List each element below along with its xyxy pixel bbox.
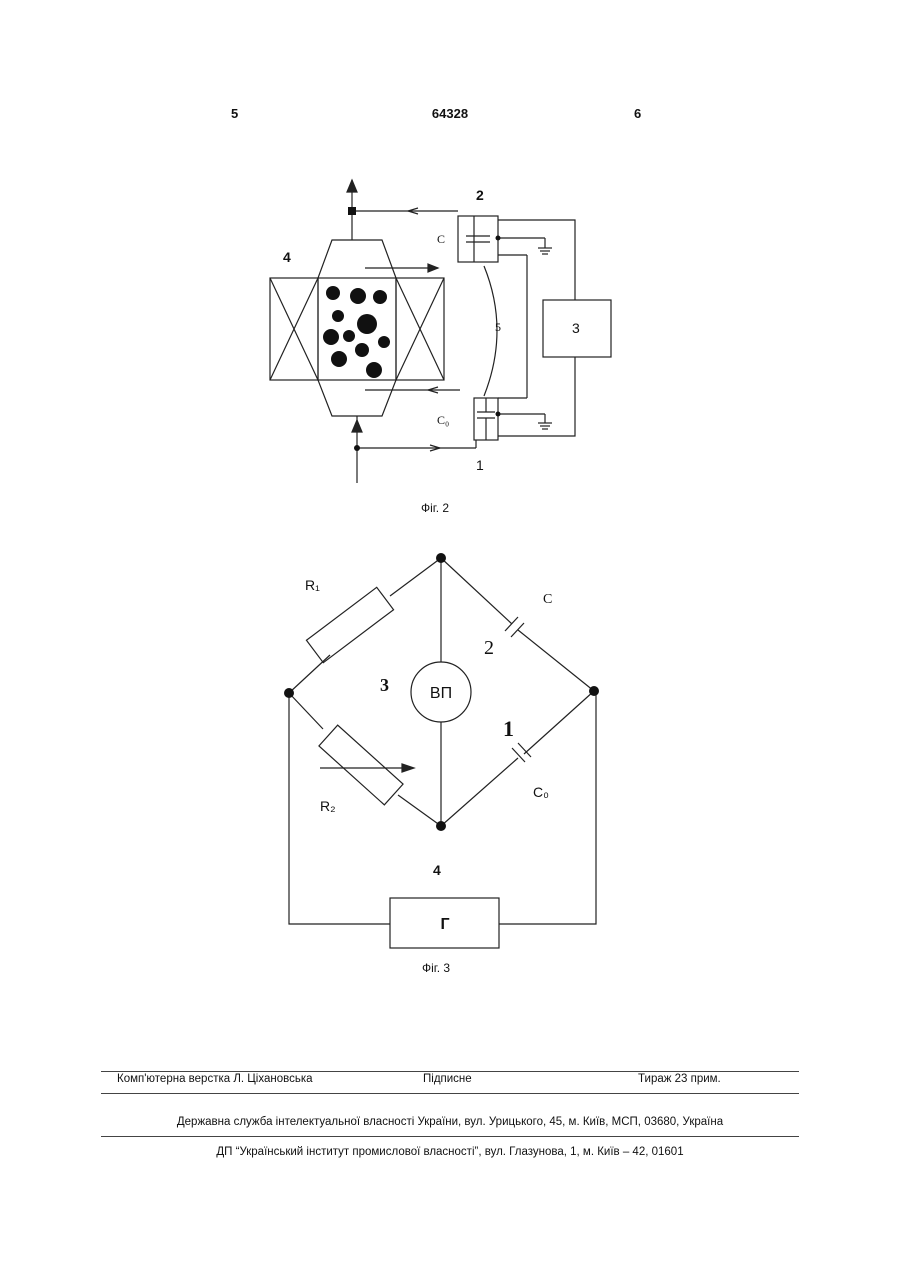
label-sensor-1: 1 bbox=[476, 457, 484, 473]
footer-credits-row: Комп'ютерна верстка Л. Ціхановська Підпи… bbox=[101, 1073, 799, 1089]
label-3: 3 bbox=[380, 675, 389, 695]
figure-3: R₁ C 2 3 ВП 1 C₀ R₂ 4 Г Фіг. 3 bbox=[0, 500, 901, 1000]
label-r1: R₁ bbox=[305, 577, 320, 593]
figure-2: 2 C 4 5 3 C₀ 1 Фіг. 2 bbox=[0, 0, 901, 540]
label-r2: R₂ bbox=[320, 798, 336, 814]
footer-rule-top bbox=[101, 1071, 799, 1072]
footer-institute: ДП “Український інститут промислової вла… bbox=[101, 1146, 799, 1158]
footer-rule-bottom bbox=[101, 1136, 799, 1137]
label-2: 2 bbox=[484, 637, 494, 659]
footer-rule-middle bbox=[101, 1093, 799, 1094]
label-c: C bbox=[543, 592, 552, 607]
footer-layout-credit: Комп'ютерна верстка Л. Ціхановська bbox=[117, 1073, 313, 1085]
label-cable-5: 5 bbox=[495, 320, 501, 334]
footer-print-run: Тираж 23 прим. bbox=[638, 1073, 721, 1085]
label-unit-3: 3 bbox=[572, 320, 580, 336]
label-sensor-2: 2 bbox=[476, 187, 484, 203]
label-4: 4 bbox=[433, 862, 441, 878]
label-cap-c: C bbox=[437, 232, 445, 246]
footer-agency: Державна служба інтелектуальної власност… bbox=[101, 1116, 799, 1128]
generator-g: Г bbox=[440, 916, 449, 933]
label-c0: C₀ bbox=[533, 784, 549, 800]
footer-signed: Підписне bbox=[423, 1073, 472, 1085]
meter-vp: ВП bbox=[430, 685, 452, 702]
label-chamber-4: 4 bbox=[283, 249, 291, 265]
figure-3-caption: Фіг. 3 bbox=[422, 961, 450, 975]
label-cap-c0: C₀ bbox=[437, 413, 449, 427]
label-1: 1 bbox=[503, 716, 514, 741]
